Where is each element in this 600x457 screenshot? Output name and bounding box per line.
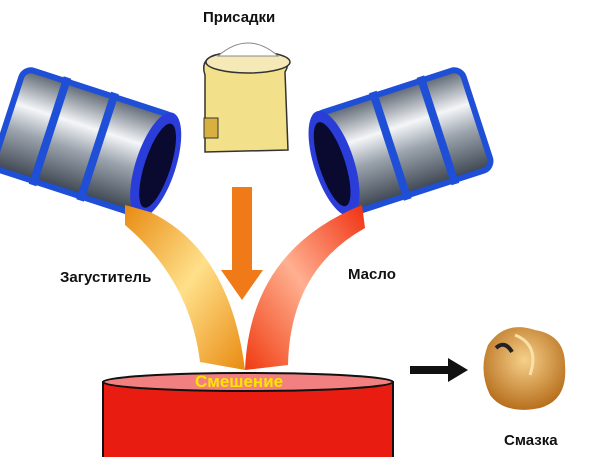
left-barrel <box>0 67 182 218</box>
thickener-label: Загуститель <box>60 269 152 286</box>
oil-stream <box>245 205 365 370</box>
mixing-vessel <box>102 372 394 457</box>
right-arrow-icon <box>410 358 468 382</box>
additives-bag <box>203 42 291 153</box>
mixing-label: Смешение <box>195 372 284 391</box>
oil-label: Масло <box>348 266 396 283</box>
down-arrow-icon <box>221 187 263 300</box>
right-barrel <box>308 67 494 217</box>
grease-label: Смазка <box>504 432 558 449</box>
grease-blob <box>483 327 566 410</box>
additives-label: Присадки <box>203 9 276 26</box>
thickener-stream <box>125 205 245 370</box>
